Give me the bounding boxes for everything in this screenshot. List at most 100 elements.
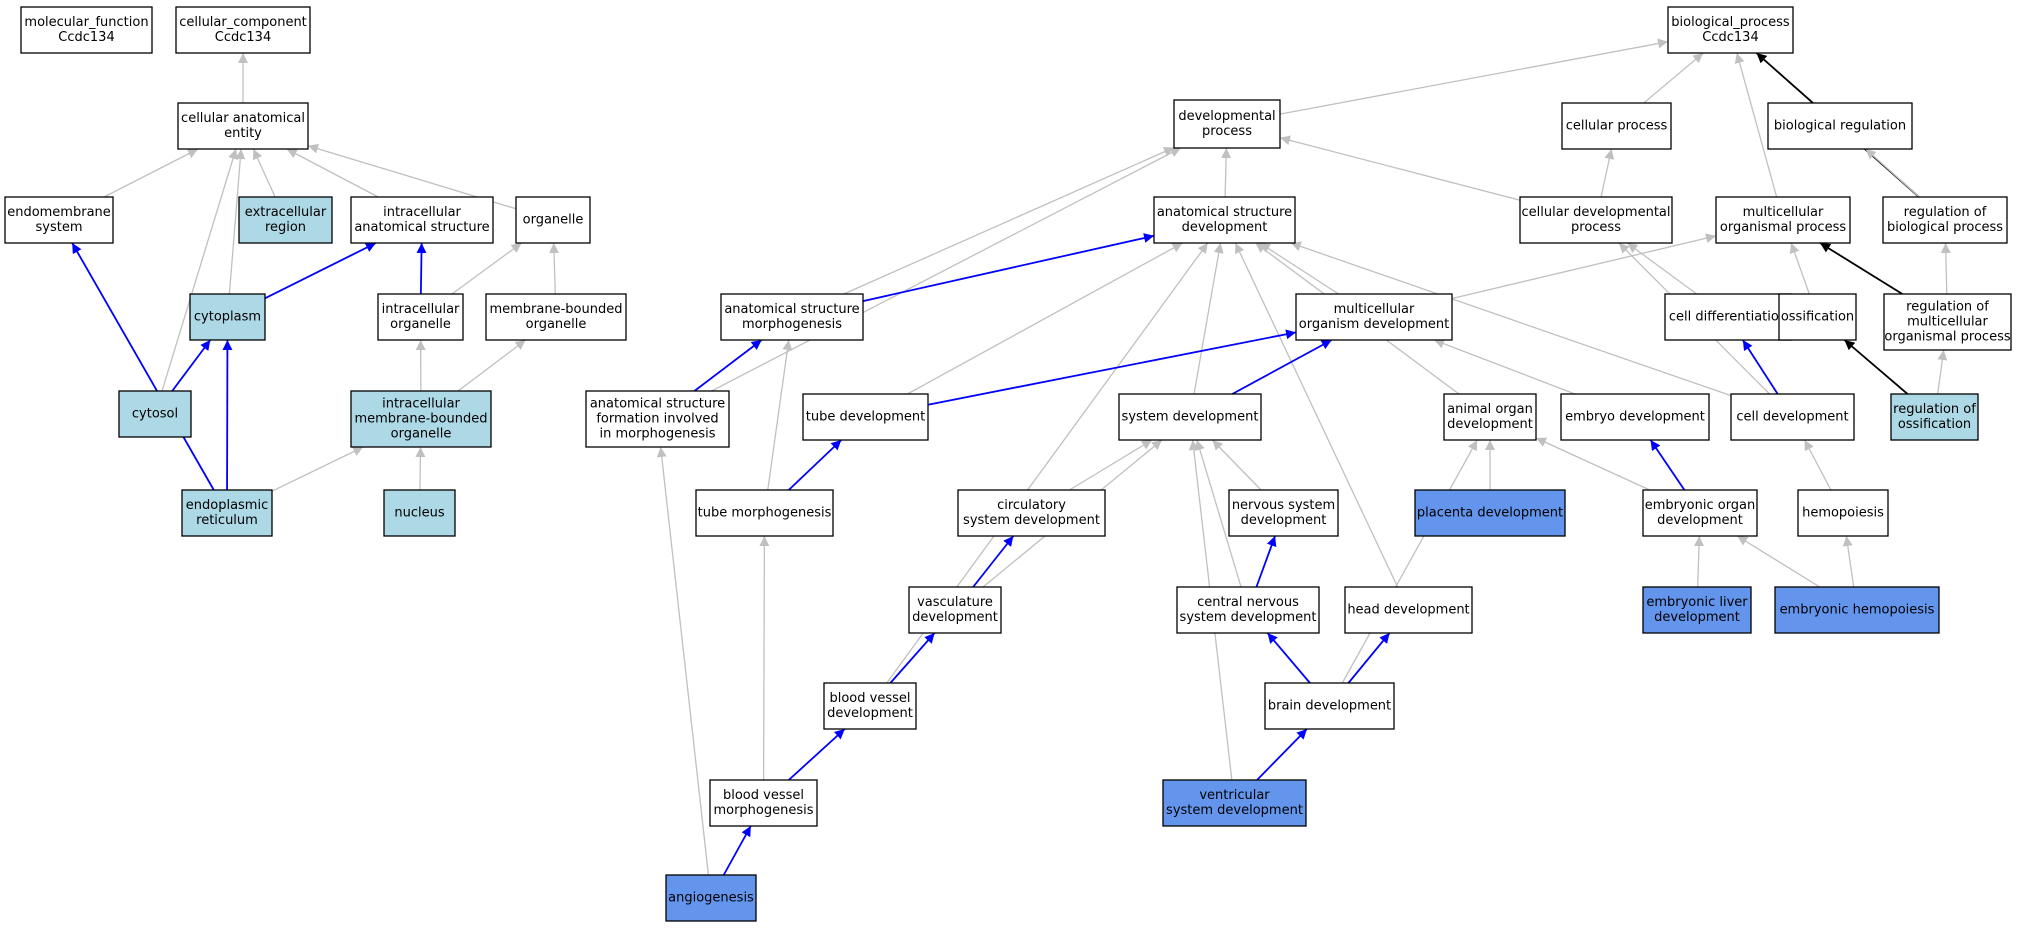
- edge-angio-to-bvm: [722, 825, 752, 876]
- node-label: development: [1241, 513, 1327, 528]
- node-angio[interactable]: angiogenesis: [665, 874, 757, 922]
- node-cytosol[interactable]: cytosol: [118, 390, 192, 438]
- node-ossif[interactable]: ossification: [1778, 293, 1857, 341]
- edge-asf-to-devproc: [711, 147, 1181, 392]
- node-sysdev[interactable]: system development: [1118, 393, 1262, 441]
- edge-er-to-endo: [71, 242, 215, 491]
- node-bioreg[interactable]: biological regulation: [1767, 102, 1913, 150]
- edge-asd-to-devproc: [1221, 147, 1232, 198]
- edge-mbo-to-organelle: [549, 242, 560, 295]
- node-box: [377, 293, 464, 341]
- edge-cnsd-to-sysdev: [1195, 439, 1242, 588]
- edge-tubedev-to-mod: [927, 329, 1297, 406]
- node-label: vasculature: [917, 595, 993, 610]
- node-label: anatomical structure: [724, 302, 859, 317]
- node-box: [908, 586, 1002, 634]
- node-label: Ccdc134: [1702, 30, 1758, 45]
- node-label: Ccdc134: [215, 30, 271, 45]
- node-box: [957, 489, 1106, 537]
- node-placenta[interactable]: placenta development: [1414, 489, 1566, 537]
- node-tubemorph[interactable]: tube morphogenesis: [695, 489, 834, 537]
- edge-endo-to-cae: [103, 148, 199, 198]
- node-nucleus[interactable]: nucleus: [383, 489, 456, 537]
- edge-sysdev-to-asd: [1193, 242, 1224, 395]
- edge-io-to-organelle: [451, 242, 522, 295]
- node-ehemo[interactable]: embryonic hemopoiesis: [1774, 586, 1940, 634]
- node-label: regulation of: [1904, 205, 1987, 220]
- node-box: [1560, 393, 1710, 441]
- node-label: brain development: [1268, 699, 1391, 714]
- edge-asf-to-asm: [693, 339, 763, 392]
- node-box: [1797, 489, 1889, 537]
- node-embdev[interactable]: embryo development: [1560, 393, 1710, 441]
- node-label: organelle: [526, 317, 587, 332]
- edge-mod-to-mop: [1451, 233, 1717, 300]
- node-tubedev[interactable]: tube development: [802, 393, 929, 441]
- node-headdev[interactable]: head development: [1344, 586, 1473, 634]
- node-cellproc[interactable]: cellular process: [1561, 102, 1672, 150]
- edge-ventsys-to-braindev: [1256, 728, 1308, 781]
- node-box: [1778, 293, 1857, 341]
- node-box: [1295, 293, 1453, 341]
- node-cytoplasm[interactable]: cytoplasm: [189, 293, 266, 341]
- edge-ehemo-to-eod: [1736, 535, 1821, 588]
- node-hemo[interactable]: hemopoiesis: [1797, 489, 1889, 537]
- node-label: biological_process: [1671, 15, 1790, 30]
- node-box: [1774, 586, 1940, 634]
- node-box: [709, 779, 818, 827]
- node-box: [350, 196, 494, 244]
- node-label: embryonic hemopoiesis: [1780, 603, 1935, 618]
- edge-mod-to-asd: [1259, 242, 1339, 295]
- node-box: [823, 682, 917, 730]
- edge-bvm-to-tubemorph: [759, 535, 770, 781]
- node-label: extracellular: [245, 205, 327, 220]
- node-label: development: [827, 706, 913, 721]
- node-celldev[interactable]: cell development: [1730, 393, 1855, 441]
- node-label: nucleus: [394, 506, 444, 521]
- node-box: [118, 390, 192, 438]
- node-label: development: [1654, 610, 1740, 625]
- node-label: in morphogenesis: [599, 427, 715, 442]
- edges-layer: [71, 38, 1951, 876]
- node-celldiff[interactable]: cell differentiation: [1664, 293, 1792, 341]
- node-organelle[interactable]: organelle: [515, 196, 591, 244]
- node-box: [1228, 489, 1339, 537]
- edge-er-to-imbo: [271, 446, 364, 492]
- edge-eod-to-embdev: [1649, 439, 1686, 491]
- node-label: system development: [1122, 410, 1259, 425]
- node-box: [189, 293, 266, 341]
- node-braindev[interactable]: brain development: [1264, 682, 1395, 730]
